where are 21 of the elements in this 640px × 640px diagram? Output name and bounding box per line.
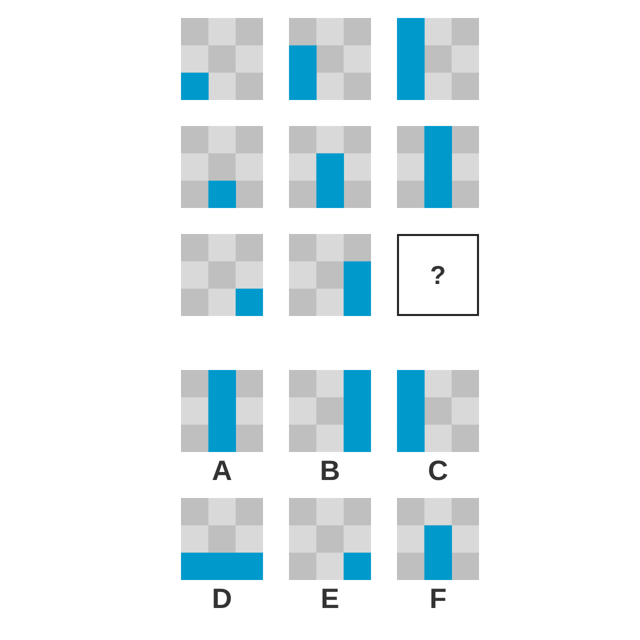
option-letter: B — [318, 456, 342, 486]
option-letter: D — [210, 584, 234, 614]
pattern-grid-picture — [289, 370, 371, 452]
pattern-grid-picture — [181, 498, 263, 580]
option-letter: C — [426, 456, 450, 486]
missing-cell-box: ? — [397, 234, 479, 316]
pattern-grid-picture — [397, 498, 479, 580]
pattern-grid-picture — [397, 18, 479, 100]
pattern-grid-picture — [289, 126, 371, 208]
pattern-grid-picture — [181, 126, 263, 208]
pattern-grid-picture — [289, 18, 371, 100]
pattern-grid-picture — [181, 18, 263, 100]
pattern-grid-picture — [181, 234, 263, 316]
option-letter: E — [320, 584, 340, 614]
pattern-grid-picture — [397, 370, 479, 452]
option-letter: F — [428, 584, 448, 614]
pattern-grid-picture — [289, 498, 371, 580]
pattern-grid-picture — [397, 126, 479, 208]
option-letter: A — [210, 456, 234, 486]
pattern-grid-picture — [181, 370, 263, 452]
pattern-grid-picture — [289, 234, 371, 316]
